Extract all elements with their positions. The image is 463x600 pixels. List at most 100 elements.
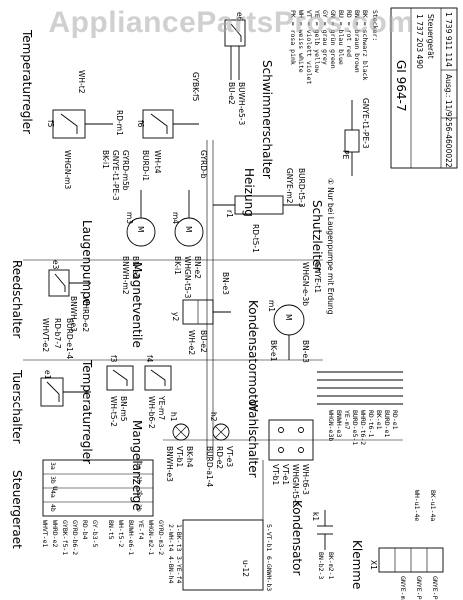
laugen-wire-6: GYRD-b [199, 150, 208, 179]
u12-wire-5: 5-VT-b1 [265, 524, 273, 551]
wahl-right-wire-8: BNWH-e3 [335, 410, 343, 437]
f5-wire-3: WHGN-m3 [63, 150, 72, 189]
block-2a: 2a [135, 490, 143, 498]
wahlschalter-group: Wahlschalter WH-t6-3 WHGN-t5-3 VT-e1 VT-… [246, 371, 403, 507]
kond-motor-wire-4: GNYE-t1 [313, 262, 322, 293]
tuer-wire-3: WHVT-e2 [41, 318, 50, 352]
x1-label: X1 [369, 560, 378, 570]
f5-wire-2: WH-t2 [77, 70, 86, 94]
wiring-harness [23, 140, 403, 520]
magnetventile-title: Magnetventile [130, 262, 144, 348]
pe-wire-label: GNYE-t1-PE-3 [361, 98, 370, 149]
steuer-mid-wire-3: BUWH-e6-1 [127, 520, 135, 555]
heizung-wire-2: GNYE-m2 [285, 168, 294, 204]
schwimmerschalter-group: Schwimmerschalter e6 BUWH-e5-3 BU-e2 [224, 12, 274, 179]
m1-label: m1 [267, 300, 276, 312]
block-3a: 3a [49, 462, 57, 470]
kondensator-wire-1: BK-m2-1 [327, 552, 335, 579]
reedschalter-group: Reedschalter e3 WHRD-e2 BNWH-e3 [10, 260, 91, 338]
mangel-wire-1: BK-h4 [185, 446, 194, 468]
schwimmer-wire-2: BU-e2 [227, 82, 236, 105]
h1-label: h1 [169, 412, 178, 422]
temperaturregler-title-2: Temperaturregler [80, 359, 94, 464]
device-number: 1 737 203 490 [415, 14, 424, 69]
f3-thermostat [106, 365, 134, 391]
tuer-wire-2: RD-b7-7 [53, 318, 62, 349]
schwimmerschalter-title: Schwimmerschalter [260, 60, 274, 179]
laugen-wire-3: BK-i1 [101, 150, 110, 169]
legend-row: BK = schwarz black [361, 10, 369, 81]
kondensatormotor-title: Kondensatormotor [246, 300, 260, 411]
legend-row: WH = weiss white [297, 10, 305, 73]
wahl-right-wire-7: YE-m7 [343, 410, 351, 430]
f3-wire-1: BN-m5 [119, 396, 128, 422]
kondensator-wire-2: BN-b2-3 [317, 552, 325, 579]
m4-motor-symbol: M [184, 226, 193, 232]
klemme-group: Klemme X1 BK-u1-4a WH-u1-4e GNYE-PE-1 GN… [350, 490, 444, 600]
wahl-wire-1: WH-t6-3 [301, 464, 310, 495]
wahl-right-wire-6: BURD-e5-1 [351, 410, 359, 445]
m3-label: m3 [125, 212, 134, 224]
steuer-mid-wire-6: GYRD-m3-2 [157, 520, 165, 555]
f4-thermostat [144, 365, 172, 391]
f6-wire-1: GYBK-f5 [191, 72, 200, 102]
reedschalter-title: Reedschalter [10, 260, 24, 338]
f3-label: f3 [109, 355, 118, 363]
legend-row: BU = blau blue [337, 10, 345, 65]
heizung-group: Heizung r1 BURD-t5-3 GNYE-m2 RD-t5-1 [213, 168, 306, 253]
e3-label: e3 [51, 260, 60, 270]
reed-wire-2: BNWH-e3 [69, 296, 78, 332]
block-1a: 1a [135, 462, 143, 470]
legend-row: PK = rosa pink [289, 10, 297, 65]
f5-thermostat [52, 109, 86, 139]
u12-wire-4: 4-BN-h4 [167, 556, 175, 583]
klemme-wire-3: GNYE-PE-1 [431, 576, 439, 600]
u-label: u [51, 486, 60, 491]
mangel-wire-5: RD-e2 [215, 446, 224, 469]
temperaturregler-title-1: Temperaturregler [20, 29, 34, 134]
k1-label: k1 [311, 512, 320, 521]
kondensatormotor-group: Kondensatormotor m1 M WHGN-e-3b BN-e3 BK… [246, 178, 335, 411]
heizung-wire-1: BURD-t5-3 [297, 168, 306, 208]
laugen-wire-9: BK-i1 [173, 256, 182, 275]
heizung-wire-3: RD-t5-1 [251, 224, 260, 253]
y2-label: y2 [171, 312, 180, 321]
tuerschalter-group: Tuerschalter e1 BURD-e1-4 RD-b7-7 WHVT-e… [10, 318, 91, 444]
laugen-wire-2: GNYE-t1-PE-3 [111, 150, 120, 201]
mangel-wire-4: VT-e3 [225, 446, 234, 467]
magnet-wire-1: BN-e3 [221, 272, 230, 295]
kondensator-group: Kondensator k1 BK-m2-1 BN-b2-3 [290, 500, 335, 579]
wahl-wire-3: VT-e1 [281, 464, 290, 485]
document-number: 56-4600022 [444, 122, 453, 168]
wahl-right-wire-2: BURD-e1 [383, 410, 391, 437]
legend-row: BN = braun brown [353, 10, 361, 73]
laugen-wire-8: WHGN-t5-3 [183, 256, 192, 299]
klemme-title: Klemme [350, 540, 364, 589]
klemme-wire-5: GNYE-m3 [399, 576, 407, 600]
steuer-mid-wire-4: YE-f4 [137, 520, 145, 540]
mangel-wire-3: BNWH-e3 [165, 446, 174, 482]
block-3b: 3b [49, 476, 57, 484]
kond-motor-wire-3: BK-e1 [269, 340, 278, 362]
temperaturregler-upper-group: Temperaturregler f5 RD-m1 WH-t2 WHGN-m3 … [20, 29, 200, 189]
steuer-top-wire-3: GYBK-f5-1 [61, 520, 69, 555]
f5-wire-1: RD-m1 [115, 110, 124, 136]
wahl-right-wire-1: RD-e1 [391, 410, 399, 430]
wahl-right-wire-4: RD-t6-1 [367, 410, 375, 437]
f6-thermostat [142, 109, 174, 139]
issue-date: Ausg.: 11/92 [444, 74, 453, 122]
klemme-wire-1: BK-u1-4a [429, 490, 437, 521]
wahl-wire-2: WHGN-t5-3 [291, 464, 300, 507]
mangelanzeige-group: Mangelanzeige h1 h2 BK-h4 VT-b1 BNWH-e3 … [130, 412, 234, 511]
f5-label: f5 [46, 120, 55, 128]
legend-heading: Stecker: [371, 10, 379, 41]
drawing-number: 1 739 911 114 [444, 12, 453, 67]
mangel-wire-6: BURD-a1-4 [205, 446, 214, 487]
schwimmer-switch [224, 19, 246, 47]
u12-wire-6: 6-GNWH-b3 [265, 556, 273, 591]
door-switch [40, 377, 64, 407]
condenser-motor-symbol: M [284, 314, 293, 320]
pe-terminal [344, 129, 360, 153]
